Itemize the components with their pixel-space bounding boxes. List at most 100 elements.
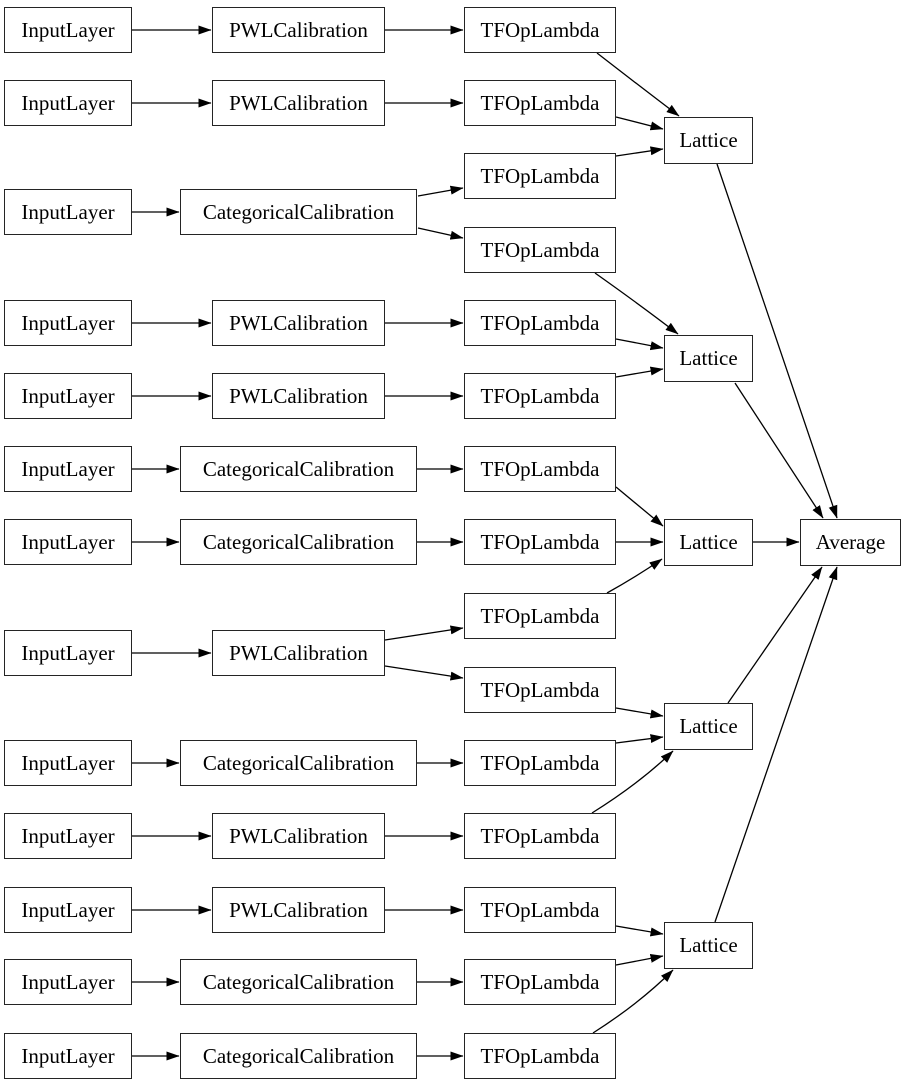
node-input-3: InputLayer <box>4 189 132 235</box>
node-label: InputLayer <box>21 823 115 848</box>
node-input-4: InputLayer <box>4 300 132 346</box>
node-label: InputLayer <box>21 529 115 554</box>
node-label: PWLCalibration <box>229 640 368 665</box>
node-catcal-13: CategoricalCalibration <box>180 1033 417 1079</box>
node-average: Average <box>800 519 901 566</box>
node-label: TFOpLambda <box>480 823 600 848</box>
node-pwl-8: PWLCalibration <box>212 630 385 676</box>
node-tfop-9: TFOpLambda <box>464 593 616 639</box>
edge-tfop-12-to-lattice-4 <box>591 750 674 814</box>
node-label: CategoricalCalibration <box>202 529 395 554</box>
node-label: PWLCalibration <box>229 823 368 848</box>
node-input-13: InputLayer <box>4 1033 132 1079</box>
node-catcal-3: CategoricalCalibration <box>180 189 417 235</box>
node-catcal-12: CategoricalCalibration <box>180 959 417 1005</box>
node-catcal-9: CategoricalCalibration <box>180 740 417 786</box>
node-catcal-6: CategoricalCalibration <box>180 446 417 492</box>
edge-tfop-7-to-lattice-3 <box>615 486 664 527</box>
node-input-11: InputLayer <box>4 887 132 933</box>
node-label: TFOpLambda <box>480 163 600 188</box>
edge-tfop-11-to-lattice-4 <box>615 734 664 744</box>
node-input-1: InputLayer <box>4 7 132 53</box>
node-label: PWLCalibration <box>229 90 368 115</box>
node-tfop-1: TFOpLambda <box>464 7 616 53</box>
node-input-12: InputLayer <box>4 959 132 1005</box>
node-input-5: InputLayer <box>4 373 132 419</box>
edge-tfop-9-to-lattice-3 <box>606 558 663 594</box>
node-label: TFOpLambda <box>480 750 600 775</box>
node-label: InputLayer <box>21 897 115 922</box>
node-label: InputLayer <box>21 310 115 335</box>
node-label: TFOpLambda <box>480 897 600 922</box>
node-lattice-1: Lattice <box>664 117 753 164</box>
edge-tfop-15-to-lattice-5 <box>592 969 674 1034</box>
edge-lattice-5-to-average <box>714 566 838 923</box>
node-tfop-12: TFOpLambda <box>464 813 616 859</box>
node-input-7: InputLayer <box>4 519 132 565</box>
edge-lattice-1-to-average <box>716 163 838 519</box>
node-label: Lattice <box>679 128 738 152</box>
node-lattice-5: Lattice <box>664 922 753 969</box>
edge-tfop-2-to-lattice-1 <box>615 116 664 131</box>
node-label: InputLayer <box>21 1043 115 1068</box>
node-label: CategoricalCalibration <box>202 456 395 481</box>
edge-catcal-3-to-tfop-4 <box>417 227 464 240</box>
node-input-10: InputLayer <box>4 813 132 859</box>
node-tfop-15: TFOpLambda <box>464 1033 616 1079</box>
node-label: InputLayer <box>21 199 115 224</box>
node-pwl-4: PWLCalibration <box>212 300 385 346</box>
node-tfop-6: TFOpLambda <box>464 373 616 419</box>
node-label: InputLayer <box>21 383 115 408</box>
node-tfop-4: TFOpLambda <box>464 227 616 273</box>
node-tfop-14: TFOpLambda <box>464 959 616 1005</box>
node-pwl-10: PWLCalibration <box>212 813 385 859</box>
node-label: PWLCalibration <box>229 17 368 42</box>
node-input-9: InputLayer <box>4 740 132 786</box>
edge-group <box>132 25 838 1061</box>
node-catcal-7: CategoricalCalibration <box>180 519 417 565</box>
node-input-2: InputLayer <box>4 80 132 126</box>
node-label: TFOpLambda <box>480 310 600 335</box>
node-label: TFOpLambda <box>480 456 600 481</box>
edge-pwl-8-to-tfop-9 <box>384 625 464 641</box>
node-label: TFOpLambda <box>480 90 600 115</box>
node-label: InputLayer <box>21 750 115 775</box>
node-tfop-13: TFOpLambda <box>464 887 616 933</box>
node-pwl-2: PWLCalibration <box>212 80 385 126</box>
node-input-8: InputLayer <box>4 630 132 676</box>
node-pwl-1: PWLCalibration <box>212 7 385 53</box>
node-label: Average <box>815 530 886 554</box>
node-label: InputLayer <box>21 90 115 115</box>
edge-tfop-5-to-lattice-2 <box>615 338 664 351</box>
node-label: TFOpLambda <box>480 17 600 42</box>
node-label: PWLCalibration <box>229 383 368 408</box>
node-label: InputLayer <box>21 969 115 994</box>
node-label: CategoricalCalibration <box>202 750 395 775</box>
node-label: TFOpLambda <box>480 677 600 702</box>
node-label: TFOpLambda <box>480 969 600 994</box>
node-label: Lattice <box>679 714 738 738</box>
node-label: PWLCalibration <box>229 310 368 335</box>
node-label: TFOpLambda <box>480 603 600 628</box>
node-label: Lattice <box>679 933 738 957</box>
node-label: CategoricalCalibration <box>202 969 395 994</box>
node-label: InputLayer <box>21 456 115 481</box>
edge-tfop-10-to-lattice-4 <box>615 707 664 719</box>
node-label: Lattice <box>679 530 738 554</box>
edge-tfop-14-to-lattice-5 <box>615 953 664 966</box>
node-label: TFOpLambda <box>480 529 600 554</box>
edge-tfop-3-to-lattice-1 <box>615 146 664 157</box>
node-label: InputLayer <box>21 640 115 665</box>
node-label: CategoricalCalibration <box>202 199 395 224</box>
node-label: TFOpLambda <box>480 1043 600 1068</box>
node-input-6: InputLayer <box>4 446 132 492</box>
node-pwl-5: PWLCalibration <box>212 373 385 419</box>
node-label: TFOpLambda <box>480 237 600 262</box>
edge-tfop-13-to-lattice-5 <box>615 925 664 937</box>
node-tfop-5: TFOpLambda <box>464 300 616 346</box>
node-lattice-3: Lattice <box>664 519 753 566</box>
node-label: InputLayer <box>21 17 115 42</box>
